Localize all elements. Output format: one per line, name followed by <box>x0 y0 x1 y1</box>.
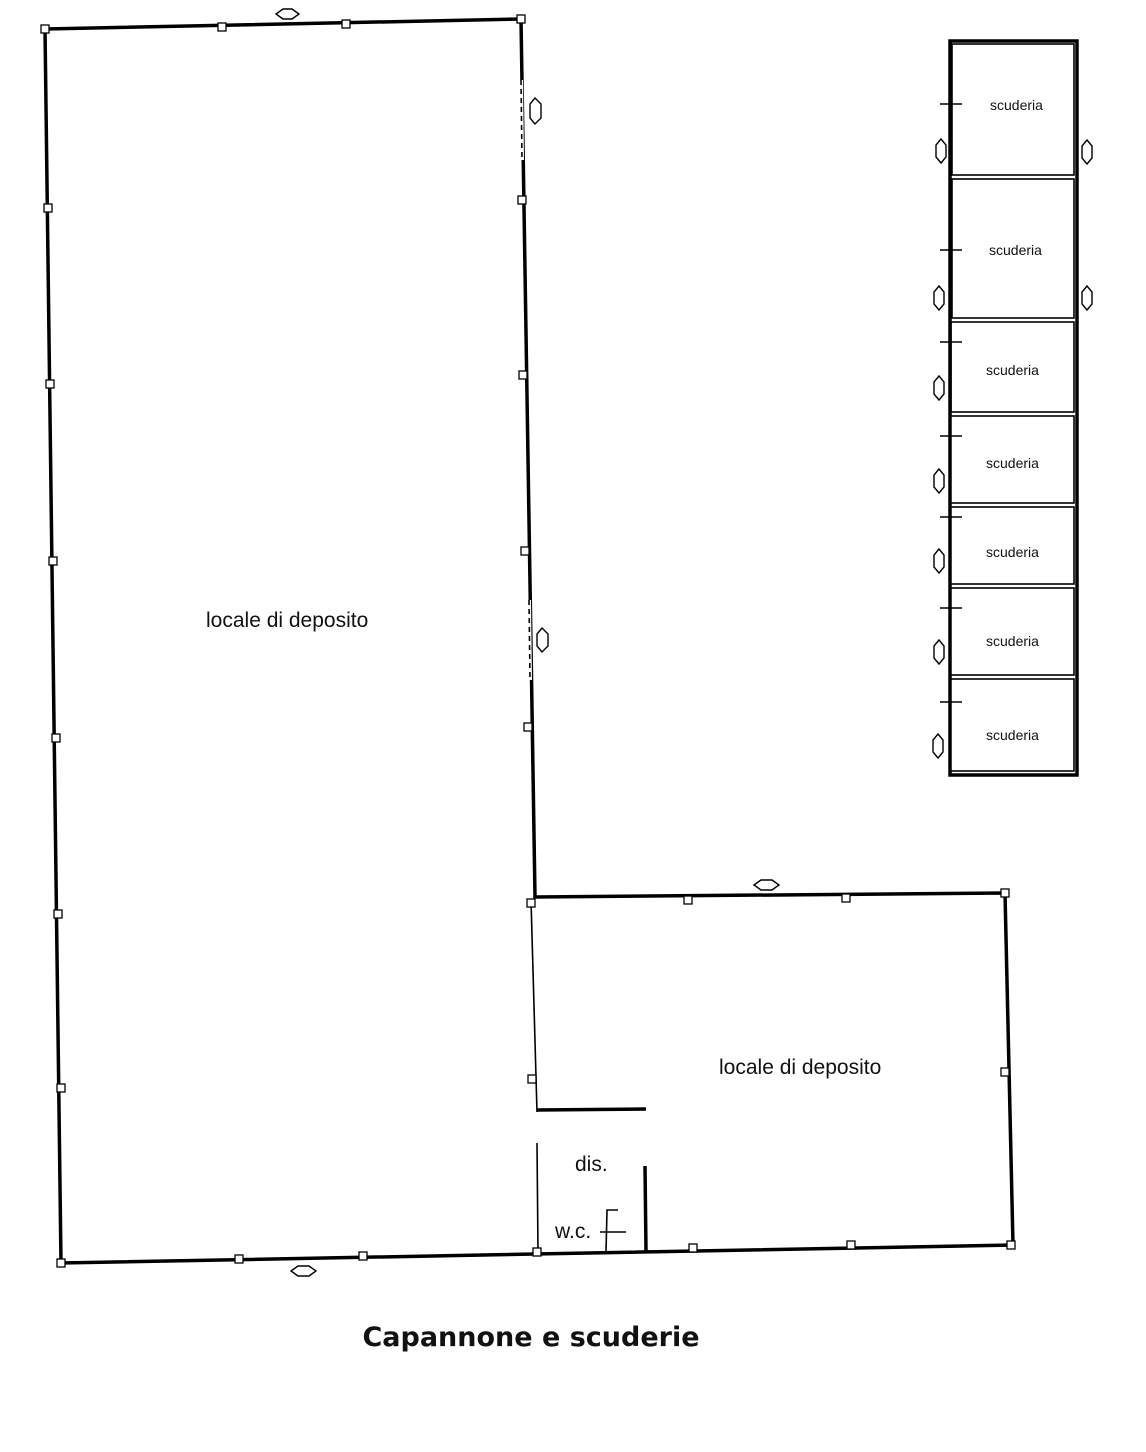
partition-wall <box>536 1107 647 1112</box>
plan-caption: Capannone e scuderie <box>362 1322 700 1353</box>
entrance-arrows <box>274 8 781 1277</box>
corridor-wall <box>643 1165 648 1252</box>
stable-label: scuderia <box>986 727 1039 743</box>
stable-label: scuderia <box>986 455 1039 471</box>
stable-label: scuderia <box>986 362 1039 378</box>
stable-label: scuderia <box>990 97 1043 113</box>
wc-partition <box>605 1209 618 1253</box>
room-label-annex-warehouse: locale di deposito <box>719 1056 881 1079</box>
floor-plan: locale di deposito locale di deposito di… <box>40 8 1093 1277</box>
stable-label: scuderia <box>986 544 1039 560</box>
room-label-toilet: w.c. <box>554 1220 591 1243</box>
room-label-corridor: dis. <box>575 1153 608 1176</box>
corridor-wall <box>536 1142 539 1253</box>
stables-block <box>932 39 1093 777</box>
stable-label: scuderia <box>986 633 1039 649</box>
door-opening <box>528 599 531 681</box>
stable-label: scuderia <box>989 242 1042 258</box>
room-label-main-warehouse: locale di deposito <box>206 609 368 632</box>
pillar-markers <box>40 14 1016 1268</box>
door-opening <box>520 79 523 161</box>
